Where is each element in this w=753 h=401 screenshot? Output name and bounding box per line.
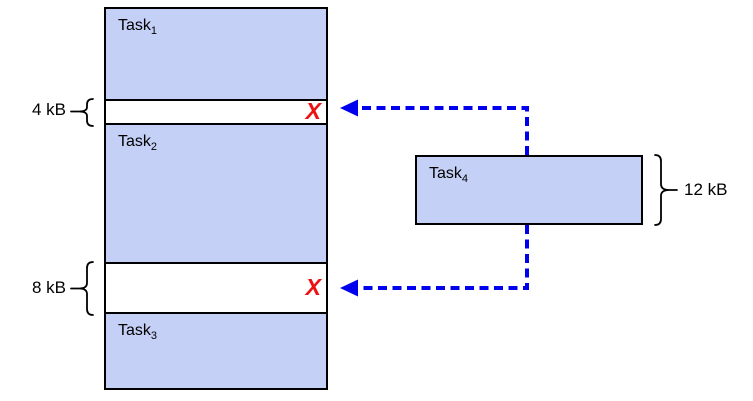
task1-subscript: 1 [150,25,158,38]
curly-brace-right-icon [654,154,678,226]
task4-size-label: 12 kB [684,180,728,199]
gap-8kb-size-label: 8 kB [31,278,66,297]
task1-label: Task1 [118,17,158,38]
arrowhead-left-icon [340,99,358,117]
task4-block: Task4 [415,155,643,225]
task4-label: Task4 [429,165,469,186]
task3-label: Task3 [118,322,158,343]
dashed-arrow-to-4kb-gap [358,106,529,155]
gap-4kb-size-label: 4 kB [31,100,66,119]
task2-label: Task2 [118,133,158,154]
dashed-arrow-to-8kb-gap [358,225,529,290]
task3-block: Task3 [106,312,326,388]
task2-subscript: 2 [150,141,158,154]
reject-x-icon: X [305,273,321,300]
arrowhead-left-icon [340,279,358,297]
task3-subscript: 3 [150,330,158,343]
reject-x-icon: X [305,97,321,124]
curly-brace-left-icon [70,98,94,127]
memory-column: Task1 X Task2 X Task3 [104,7,328,390]
curly-brace-left-icon [70,261,94,316]
task1-block: Task1 [106,9,326,101]
task4-subscript: 4 [461,173,469,186]
gap-8kb-block: X [106,264,326,312]
task2-block: Task2 [106,123,326,264]
gap-4kb-block: X [106,97,326,124]
